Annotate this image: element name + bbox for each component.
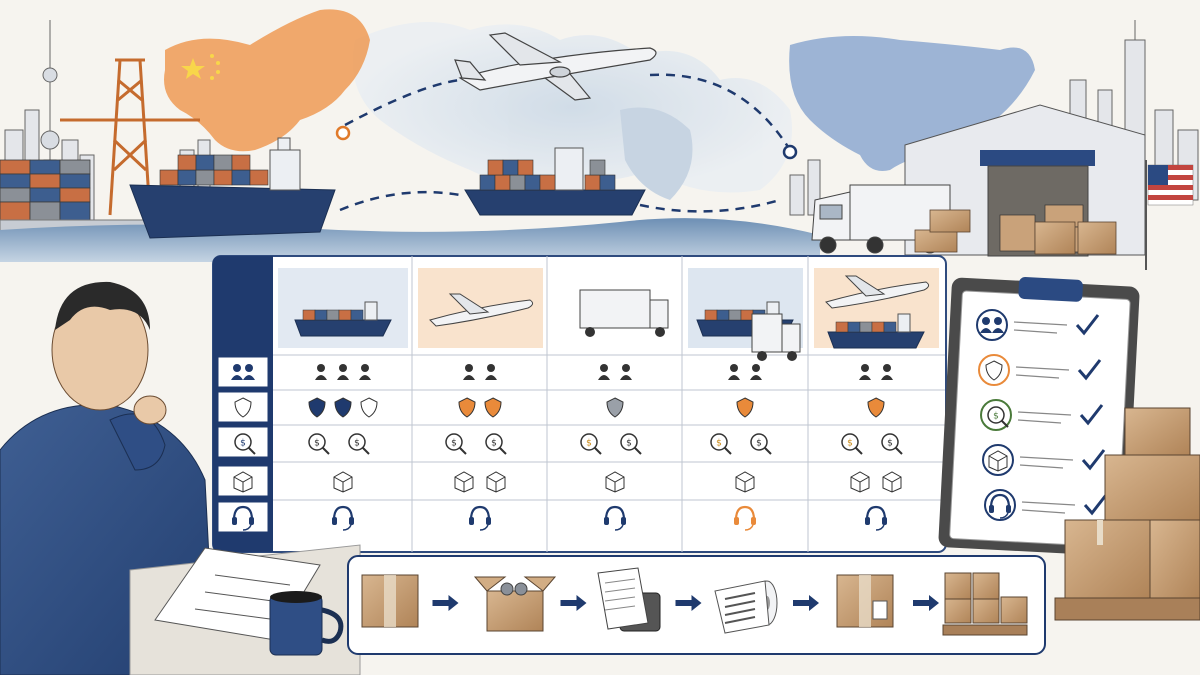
svg-text:$: $ — [451, 439, 457, 449]
cost-cell: $$ — [841, 433, 903, 455]
cost-cell: $$ — [445, 433, 507, 455]
headset-icon — [217, 501, 269, 533]
arrow-icon — [432, 595, 459, 611]
box-cell — [333, 471, 353, 493]
route-lines — [339, 73, 792, 213]
cost-cell: $$ — [710, 433, 772, 455]
table-header-icons — [294, 275, 930, 361]
people-icon — [217, 356, 269, 388]
china-map — [164, 9, 370, 152]
checklist-item-shield-icon — [978, 354, 1102, 386]
arrow-icon — [675, 595, 702, 611]
people-cell — [859, 364, 893, 380]
origin-dot — [335, 125, 351, 141]
sea-truck-icon — [696, 301, 801, 361]
checklist-item-people-icon — [976, 309, 1100, 341]
check-icon — [1075, 314, 1100, 336]
air-freight-icon — [429, 293, 534, 327]
support-cell — [469, 505, 491, 531]
support-cell — [332, 505, 354, 531]
check-icon — [1079, 404, 1104, 426]
svg-text:$: $ — [586, 439, 592, 449]
labeled-box-icon — [836, 574, 894, 628]
open-box-with-items-icon — [473, 576, 557, 632]
check-icon — [1081, 449, 1106, 471]
shield-cell — [458, 397, 502, 418]
checklist-item-cost-search-icon: $ — [980, 399, 1104, 431]
arrow-icon — [560, 595, 587, 611]
svg-text:$: $ — [314, 439, 320, 449]
clipboard-checklist: $ — [976, 309, 1108, 521]
support-cell — [604, 505, 626, 531]
label-roll-icon — [714, 580, 778, 634]
table-column-sea-freight: $$ — [308, 364, 378, 531]
warehouse-boxes — [914, 209, 1117, 255]
check-icon — [1083, 494, 1108, 516]
warehouse — [904, 104, 1146, 257]
cost-cell: $$ — [308, 433, 370, 455]
truck-freight-icon — [579, 289, 669, 337]
arrow-icon — [793, 595, 819, 611]
sea-freight-icon — [294, 301, 392, 337]
us-flag — [1145, 160, 1194, 270]
container-ship-center — [464, 147, 646, 216]
svg-text:$: $ — [354, 439, 360, 449]
label-printer-icon — [597, 567, 661, 632]
destination-dot — [782, 144, 798, 160]
shield-cell — [867, 397, 885, 418]
table-column-air-sea: $$ — [841, 364, 903, 531]
check-icon — [1077, 359, 1102, 381]
box-cell — [454, 471, 506, 493]
svg-text:$: $ — [716, 439, 722, 449]
svg-text:$: $ — [626, 439, 632, 449]
process-flow-steps — [361, 567, 1028, 636]
airplane — [454, 32, 657, 101]
people-cell — [598, 364, 632, 380]
table-column-sea-truck: $$ — [710, 364, 772, 531]
shield-cell — [606, 397, 624, 418]
box-icon — [217, 465, 269, 497]
support-cell — [865, 505, 887, 531]
checklist-item-box-icon — [982, 444, 1106, 476]
table-column-truck-freight: $$ — [580, 364, 642, 531]
container-stacks — [0, 159, 91, 221]
box-stack-right — [1054, 407, 1200, 621]
box-cell — [735, 471, 755, 493]
svg-text:$: $ — [491, 439, 497, 449]
checklist-item-headset-icon — [984, 489, 1108, 521]
palletized-boxes-icon — [942, 572, 1028, 636]
svg-text:$: $ — [887, 439, 893, 449]
svg-text:$: $ — [240, 439, 246, 449]
closed-box-icon — [361, 574, 419, 628]
shield-icon — [217, 391, 269, 423]
svg-text:$: $ — [993, 412, 999, 422]
cost-search-icon: $ — [217, 426, 269, 458]
people-cell — [315, 364, 371, 380]
coffee-mug — [269, 591, 344, 656]
people-cell — [728, 364, 762, 380]
people-cell — [463, 364, 497, 380]
svg-text:$: $ — [847, 439, 853, 449]
air-sea-icon — [825, 275, 930, 349]
shield-cell — [308, 397, 378, 418]
shield-cell — [736, 397, 754, 418]
svg-text:$: $ — [756, 439, 762, 449]
table-cells: $$$$$$$$$$ — [308, 364, 903, 531]
box-cell — [605, 471, 625, 493]
cost-cell: $$ — [580, 433, 642, 455]
arrow-icon — [913, 595, 939, 611]
cargo-ship-left — [129, 137, 336, 239]
table-column-air-freight: $$ — [445, 364, 507, 531]
support-cell — [734, 505, 756, 531]
box-cell — [850, 471, 902, 493]
table-row-label-icons: $ — [217, 356, 269, 533]
